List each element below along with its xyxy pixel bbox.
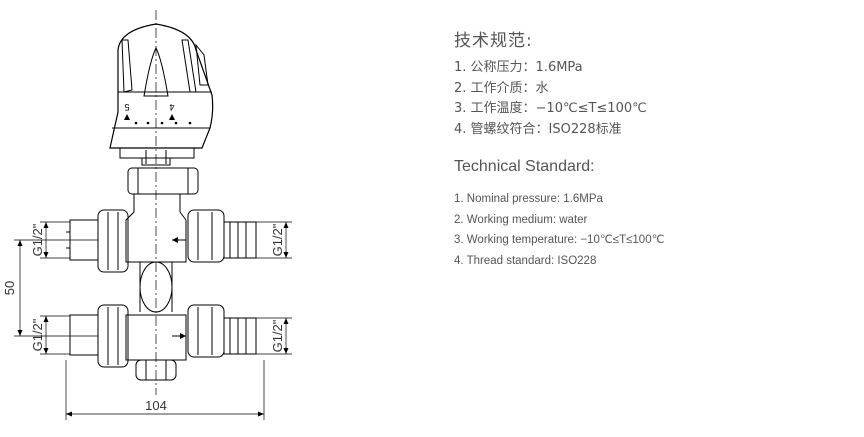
thread-bottom-right-label: G1/2": [270, 319, 285, 352]
spec-en-item: 3. Working temperature: −10℃≤T≤100℃: [454, 234, 665, 246]
dim-width-label: 104: [145, 398, 167, 413]
thread-top-right-label: G1/2": [270, 223, 285, 256]
scale-mark-5: 5: [124, 102, 129, 112]
spec-cn-list: 1. 公称压力：1.6MPa 2. 工作介质：水 3. 工作温度：−10℃≤T≤…: [454, 58, 647, 140]
spec-cn-item: 2. 工作介质：水: [454, 80, 549, 96]
thread-top-left-label: G1/2": [30, 223, 45, 256]
spec-en-title: Technical Standard:: [454, 158, 595, 175]
dim-height-label: 50: [2, 281, 17, 295]
spec-cn-item: 4. 管螺纹符合：ISO228标准: [454, 121, 622, 137]
spec-cn-title: 技术规范:: [454, 31, 533, 51]
thread-bottom-left-label: G1/2": [30, 318, 45, 351]
spec-en-item: 1. Nominal pressure: 1.6MPa: [454, 193, 603, 205]
spec-cn-item: 1. 公称压力：1.6MPa: [454, 60, 583, 75]
scale-mark-4: 4: [169, 102, 174, 112]
spec-en-item: 2. Working medium: water: [454, 213, 588, 226]
spec-cn-item: 3. 工作温度：−10℃≤T≤100℃: [454, 101, 647, 116]
spec-en-item: 4. Thread standard: ISO228: [454, 254, 597, 267]
spec-en-list: 1. Nominal pressure: 1.6MPa 2. Working m…: [454, 189, 665, 271]
